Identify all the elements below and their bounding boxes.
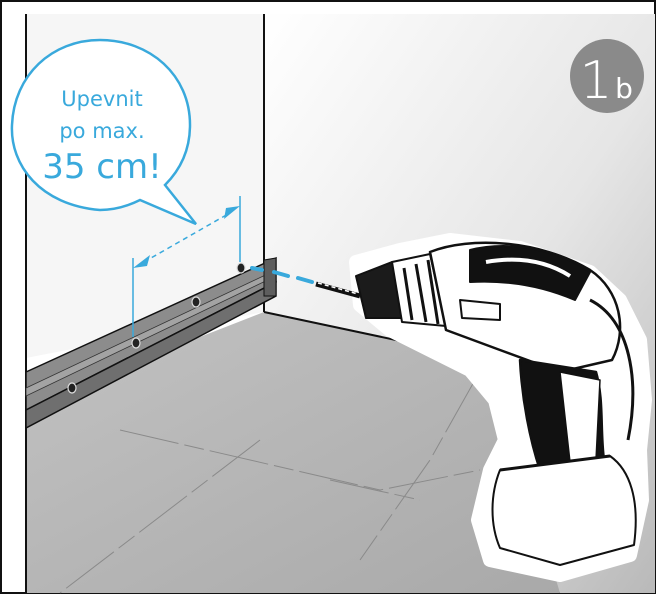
rail-hole	[192, 297, 200, 307]
step-badge: 1 b	[570, 39, 644, 113]
rail-hole	[237, 263, 245, 273]
rail-hole	[68, 383, 76, 393]
callout-line-1: Upevnit	[61, 87, 142, 111]
rail-hole	[132, 338, 140, 348]
callout-line-3: 35 cm!	[42, 147, 162, 187]
callout-line-2: po max.	[59, 119, 144, 143]
step-letter: b	[615, 72, 633, 105]
step-number: 1	[579, 51, 612, 111]
